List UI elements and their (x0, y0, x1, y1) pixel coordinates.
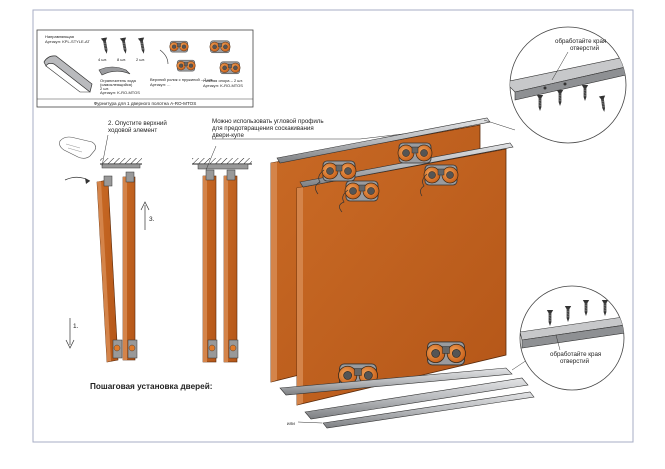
step2-label-line-2: ходовой элемент (108, 127, 157, 134)
screw-count-3: 2 шт. (136, 57, 145, 62)
lower-caption-2: Артикул: K-RO-MTOS (203, 83, 243, 88)
profile-name-line-2: Артикул: KPL-STYLE-AT (45, 39, 90, 44)
bracket-caption-3: 2 шт. (100, 86, 109, 91)
corner-profile-line-3: двери-купе (212, 132, 244, 139)
stop-bracket-drawing: Ограничитель хода (самоклеящийся) 2 шт. … (98, 66, 140, 95)
edge-bottom-line-1: обработайте края (550, 351, 601, 358)
corner-profile-line-2: для предотвращения соскакивания (212, 125, 314, 132)
step3-label: 3. (149, 216, 155, 223)
detail-magnifier-top: обработайте края отверстий (509, 26, 627, 144)
lower-caption-1: Нижняя опора – 2 шт. (203, 78, 243, 83)
roller-caption-1: Верхний ролик с пружиной – 2 шт. (150, 77, 213, 82)
kit-footer: Фурнитура для 1 дверного полотна A-RO-MT… (94, 101, 197, 106)
corner-profile-line-1: Можно использовать угловой профиль (212, 118, 324, 125)
edge-top-line-1: обработайте края (555, 38, 606, 45)
detail-magnifier-bottom: обработайте края отверстий (519, 285, 625, 391)
roller-caption-2: Артикул: ... (150, 82, 170, 87)
bracket-caption-1: Ограничитель хода (100, 78, 137, 83)
step1-label: 1. (73, 323, 79, 330)
screw-count-2: 8 шт. (117, 57, 126, 62)
guide-profile-drawing (43, 55, 93, 93)
hardware-kit-box: Направляющая Артикул: KPL-STYLE-AT 4 шт.… (36, 29, 254, 108)
bracket-caption-2: (самоклеящийся) (100, 82, 133, 87)
screw-count-1: 4 шт. (98, 57, 107, 62)
main-perspective-doors: или (270, 117, 535, 429)
screws-drawing: 4 шт. 8 шт. 2 шт. (98, 37, 148, 62)
or-label: или (287, 421, 295, 426)
lower-support-drawing: Нижняя опора – 2 шт. Артикул: K-RO-MTOS (203, 40, 243, 88)
step-diagram-middle: Можно использовать угловой профиль для п… (192, 118, 421, 363)
edge-bottom-line-2: отверстий (560, 358, 590, 365)
edge-top-line-2: отверстий (570, 45, 600, 52)
upper-roller-drawing: Верхний ролик с пружиной – 2 шт. Артикул… (150, 40, 213, 87)
bracket-caption-4: Артикул: K-RO-MTOS (100, 90, 140, 95)
profile-name-line-1: Направляющая (45, 34, 74, 39)
installation-title: Пошаговая установка дверей: (90, 382, 212, 391)
step-diagram-left: 1. 3. 2. Опустите верхний ходовой элемен… (59, 120, 167, 363)
step2-label-line-1: 2. Опустите верхний (108, 120, 167, 127)
